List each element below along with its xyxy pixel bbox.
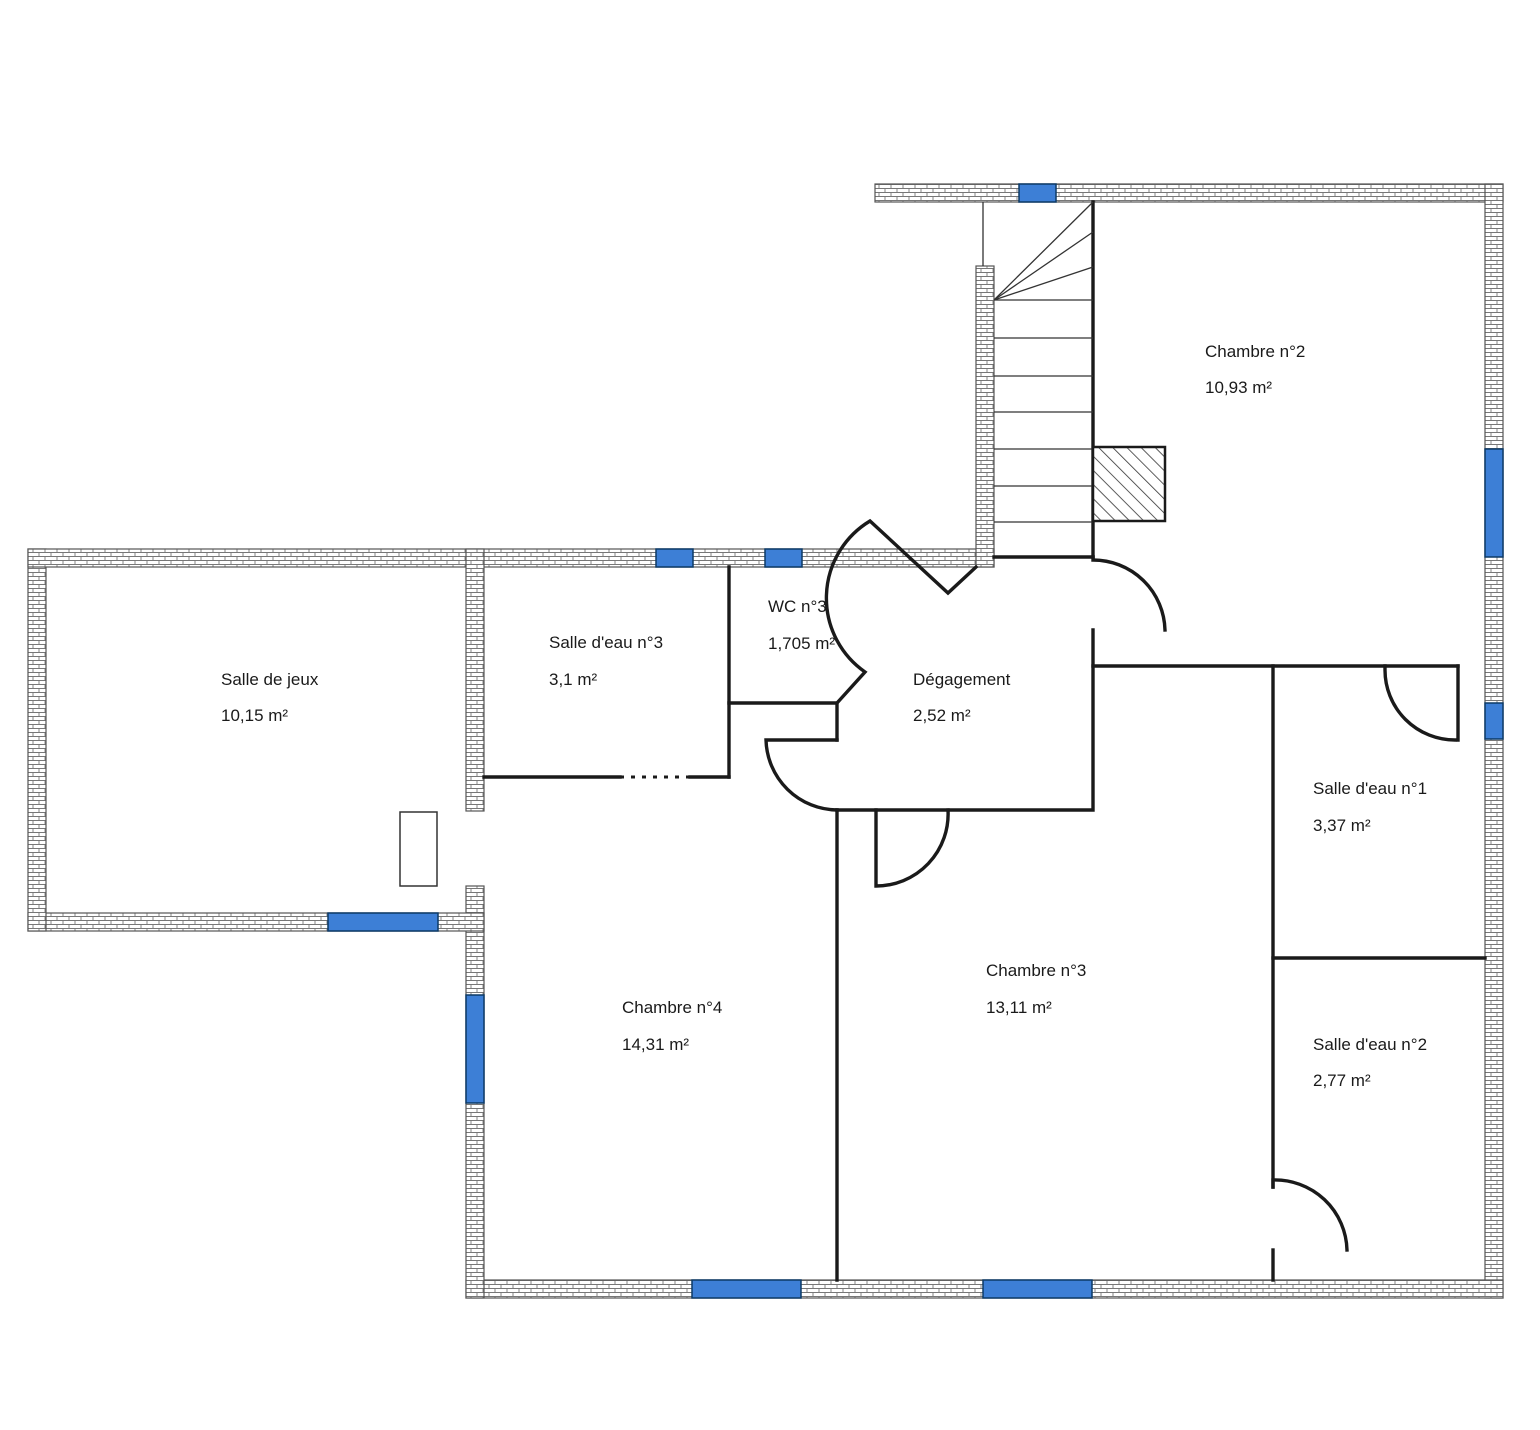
door [874, 808, 950, 888]
window [1484, 448, 1504, 558]
stair-step [993, 231, 1094, 301]
room-name: Salle d'eau n°1 [1313, 779, 1427, 798]
room-name: Chambre n°2 [1205, 342, 1305, 361]
room-name: WC n°3 [768, 597, 827, 616]
window [691, 1279, 802, 1299]
window [764, 548, 803, 568]
room-name: Salle d'eau n°2 [1313, 1035, 1427, 1054]
partition [727, 701, 839, 742]
window [982, 1279, 1093, 1299]
windows [327, 183, 1504, 1299]
wall-jeux-right-upper [465, 548, 485, 812]
door [764, 738, 839, 812]
room-area: 3,1 m² [549, 670, 598, 689]
stair-step [993, 201, 1094, 301]
room-area: 3,37 m² [1313, 816, 1371, 835]
wall-opening [399, 811, 438, 887]
door [824, 518, 979, 706]
wall-stair-left [975, 265, 995, 568]
door [1383, 664, 1457, 742]
stair-step [993, 266, 1094, 301]
wall-jeux-left [27, 548, 47, 932]
room-labels: Chambre n°2 10,93 m² Salle de jeux 10,15… [221, 342, 1427, 1090]
window [1018, 183, 1057, 203]
room-area: 1,705 m² [768, 634, 835, 653]
wall-middle-top [27, 548, 995, 568]
chimney-hatch [1091, 445, 1167, 523]
room-name: Chambre n°3 [986, 961, 1086, 980]
room-name: Salle de jeux [221, 670, 319, 689]
staircase [982, 201, 1094, 523]
wall-top-right [874, 183, 1504, 203]
window [1484, 702, 1504, 740]
doors [764, 518, 1457, 1252]
room-area: 10,93 m² [1205, 378, 1272, 397]
partition [835, 628, 1095, 812]
window [655, 548, 694, 568]
door [1091, 555, 1167, 632]
wall-right [1484, 183, 1504, 1299]
room-name: Dégagement [913, 670, 1011, 689]
room-area: 14,31 m² [622, 1035, 689, 1054]
door [1271, 1178, 1349, 1252]
room-name: Chambre n°4 [622, 998, 722, 1017]
room-name: Salle d'eau n°3 [549, 633, 663, 652]
window [465, 994, 485, 1104]
room-area: 2,52 m² [913, 706, 971, 725]
room-area: 10,15 m² [221, 706, 288, 725]
partitions [482, 200, 1487, 1282]
room-area: 13,11 m² [986, 998, 1052, 1017]
room-area: 2,77 m² [1313, 1071, 1371, 1090]
window [327, 912, 439, 932]
